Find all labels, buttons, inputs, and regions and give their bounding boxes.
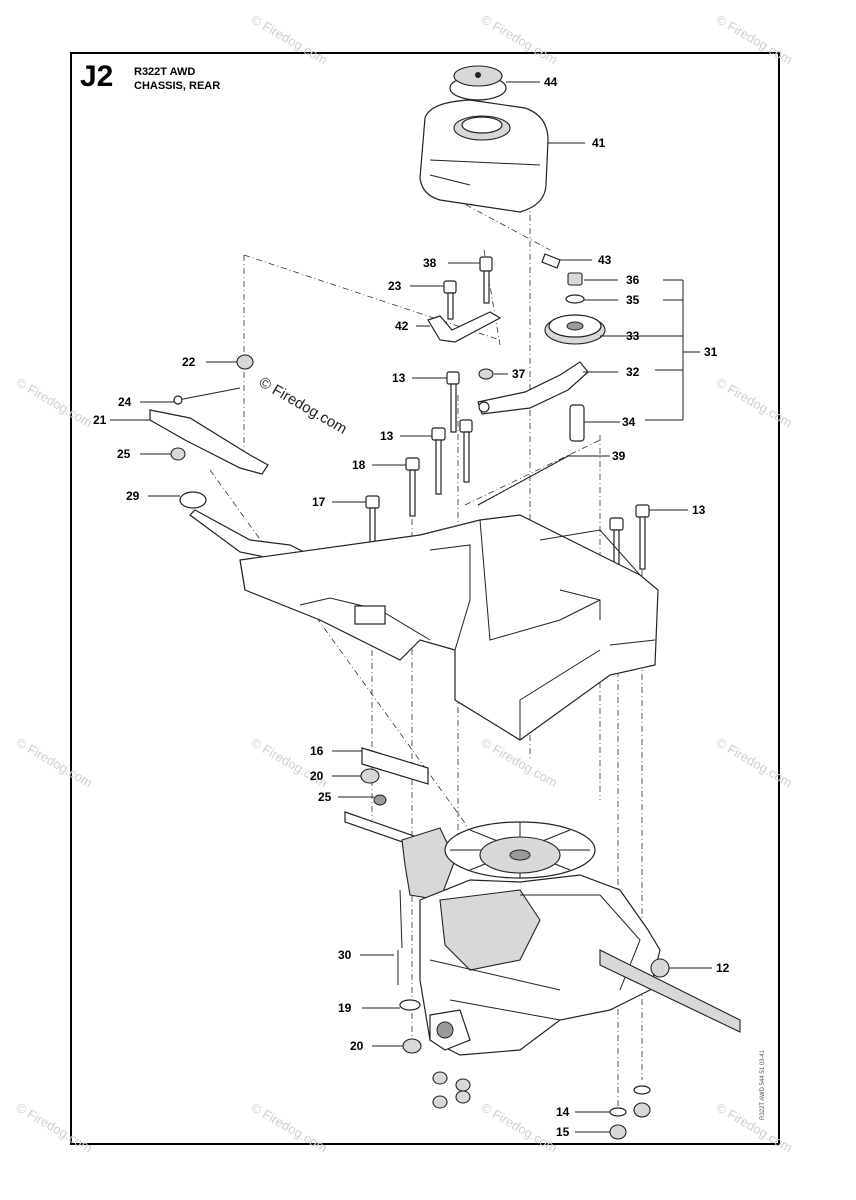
bolt-13-c: [459, 419, 473, 483]
model-name: R322T AWD: [134, 66, 196, 78]
bolt-17: [365, 495, 380, 549]
callout-42: 42: [395, 319, 409, 333]
washer-19: [399, 999, 421, 1011]
callout-29: 29: [126, 489, 140, 503]
transaxle: [344, 811, 741, 1056]
callout-24: 24: [118, 395, 132, 409]
page-code: J2: [80, 60, 114, 93]
callout-33: 33: [626, 329, 640, 343]
callout-18: 18: [352, 458, 366, 472]
reservoir-cap: [449, 65, 507, 101]
watermark: © Firedog.com: [714, 12, 796, 68]
watermark: © Firedog.com: [479, 1100, 561, 1156]
callout-13: 13: [392, 371, 406, 385]
chassis-frame: [239, 514, 659, 741]
idler-nut-washer: [565, 272, 585, 304]
bushing-22: [236, 354, 254, 370]
callout-44: 44: [544, 75, 558, 89]
callout-16: 16: [310, 744, 324, 758]
callout-31: 31: [704, 345, 718, 359]
leader-lines: [110, 81, 712, 1133]
callout-23: 23: [388, 279, 402, 293]
callout-25: 25: [117, 447, 131, 461]
spacer-37: [478, 368, 494, 380]
center-watermark: © Firedog.com: [256, 374, 350, 438]
nut-25-top: [170, 447, 186, 461]
callout-32: 32: [626, 365, 640, 379]
watermark: © Firedog.com: [14, 735, 96, 791]
callout-25: 25: [318, 790, 332, 804]
callout-17: 17: [312, 495, 326, 509]
watermark: © Firedog.com: [479, 735, 561, 791]
reservoir-tank: [419, 99, 549, 213]
callout-20: 20: [310, 769, 324, 783]
lever-21: [149, 409, 269, 475]
bolt-13-e: [635, 504, 650, 570]
nut-20-upper: [360, 768, 380, 784]
callout-20: 20: [350, 1039, 364, 1053]
callout-labels: 44 41 43 38 23 36 35 42 33 31 22 37 13 3…: [93, 75, 730, 1139]
callout-38: 38: [423, 256, 437, 270]
nut-15: [609, 1102, 651, 1140]
callout-36: 36: [626, 273, 640, 287]
bolt-18: [405, 457, 420, 517]
nut-25-lower: [373, 794, 387, 806]
watermark: © Firedog.com: [14, 1100, 96, 1156]
diagram-frame: [70, 52, 780, 1145]
callout-22: 22: [182, 355, 196, 369]
watermark: © Firedog.com: [714, 375, 796, 431]
section-title: CHASSIS, REAR: [134, 80, 221, 92]
callout-41: 41: [592, 136, 606, 150]
bracket-42: [427, 311, 502, 343]
callout-34: 34: [622, 415, 636, 429]
rod-24: [173, 387, 241, 405]
watermark: © Firedog.com: [714, 1100, 796, 1156]
callout-13: 13: [380, 429, 394, 443]
callout-13: 13: [692, 503, 706, 517]
callout-12: 12: [716, 961, 730, 975]
callout-35: 35: [626, 293, 640, 307]
watermark: © Firedog.com: [479, 12, 561, 68]
idler-pulley: [544, 314, 606, 345]
lower-nuts: [432, 1071, 471, 1109]
bolt-23: [443, 280, 457, 320]
spring-39: [477, 454, 571, 506]
bolt-13-b: [431, 427, 446, 495]
callout-43: 43: [598, 253, 612, 267]
callout-14: 14: [556, 1105, 570, 1119]
idler-spacer: [569, 404, 585, 442]
callout-15: 15: [556, 1125, 570, 1139]
watermark: © Firedog.com: [714, 735, 796, 791]
callout-30: 30: [338, 948, 352, 962]
callout-39: 39: [612, 449, 626, 463]
washer-14: [609, 1085, 651, 1117]
cooling-fan: [444, 821, 596, 879]
watermark: © Firedog.com: [249, 1100, 331, 1156]
watermark: © Firedog.com: [14, 375, 96, 431]
watermark: © Firedog.com: [249, 12, 331, 68]
callout-21: 21: [93, 413, 107, 427]
callout-19: 19: [338, 1001, 352, 1015]
hose-fitting: [541, 253, 561, 269]
bolt-38: [479, 256, 493, 304]
spring-30: [397, 889, 403, 985]
bolt-13-a: [446, 371, 460, 433]
plate-16: [361, 747, 429, 785]
callout-37: 37: [512, 367, 526, 381]
nut-20-lower: [402, 1038, 422, 1054]
